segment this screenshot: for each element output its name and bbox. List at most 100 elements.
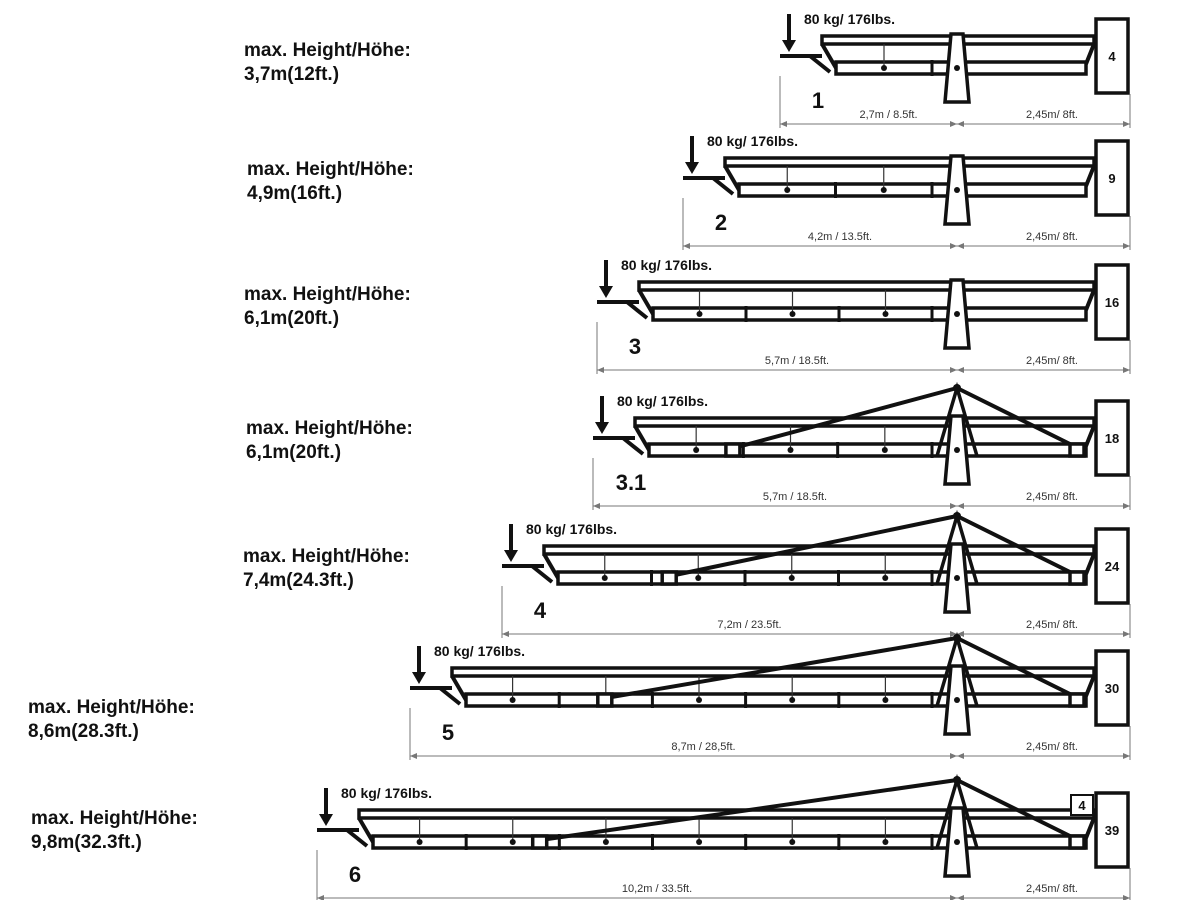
load-label: 80 kg/ 176lbs. bbox=[707, 133, 798, 149]
tie-rod-front bbox=[538, 778, 959, 842]
config-1: max. Height/Höhe: 3,7m(12ft.) 80 kg/ 176lb… bbox=[244, 11, 1131, 128]
config-number: 1 bbox=[812, 88, 824, 113]
load-arrow-head-icon bbox=[685, 162, 699, 174]
height-label: max. Height/Höhe: bbox=[247, 159, 414, 180]
upper-boom bbox=[723, 156, 1096, 168]
tie-rod-clamp bbox=[530, 834, 549, 850]
dim-arrow-icon bbox=[957, 631, 964, 637]
joint-bolt bbox=[882, 839, 889, 845]
load-arrow-head-icon bbox=[319, 814, 333, 826]
rear-strut bbox=[1084, 817, 1096, 839]
counterweight-box bbox=[1094, 399, 1130, 477]
front-strut bbox=[723, 164, 741, 192]
a-frame-mast bbox=[935, 381, 979, 457]
back-dimension: 2,45m/ 8ft. bbox=[1026, 619, 1078, 631]
tie-rod-clamp bbox=[1068, 442, 1086, 458]
back-dimension: 2,45m/ 8ft. bbox=[1026, 109, 1078, 121]
tie-rod-rear bbox=[955, 514, 1080, 578]
tie-rod-clamp bbox=[724, 442, 742, 458]
height-label: max. Height/Höhe: bbox=[246, 418, 413, 439]
load-arrow-head-icon bbox=[412, 672, 426, 684]
height-label: max. Height/Höhe: bbox=[244, 40, 411, 61]
height-label: max. Height/Höhe: bbox=[28, 697, 195, 718]
height-value: 4,9m(16ft.) bbox=[247, 183, 342, 204]
height-value: 9,8m(32.3ft.) bbox=[31, 832, 142, 853]
counterweight-box bbox=[1094, 649, 1130, 727]
jib-nose-brace bbox=[711, 176, 735, 196]
pivot-pin bbox=[954, 187, 960, 193]
dim-arrow-icon bbox=[1123, 753, 1130, 759]
load-label: 80 kg/ 176lbs. bbox=[434, 643, 525, 659]
a-frame-mast bbox=[935, 773, 979, 849]
counterweight-label: 9 bbox=[1108, 171, 1115, 186]
load-label: 80 kg/ 176lbs. bbox=[804, 11, 895, 27]
dim-arrow-icon bbox=[410, 753, 417, 759]
height-label: max. Height/Höhe: bbox=[244, 284, 411, 305]
lower-boom bbox=[556, 570, 1088, 586]
front-strut bbox=[450, 674, 468, 702]
dim-arrow-icon bbox=[317, 895, 324, 900]
config-6: max. Height/Höhe:9,8m(32.3ft.)80 kg/ 176… bbox=[31, 773, 1131, 900]
tie-rod-rear bbox=[955, 386, 1080, 450]
joint-bolt bbox=[695, 575, 702, 581]
rear-strut bbox=[1084, 675, 1096, 697]
front-strut bbox=[637, 288, 655, 316]
joint-bolt bbox=[882, 311, 889, 317]
back-dimension: 2,45m/ 8ft. bbox=[1026, 355, 1078, 367]
rear-strut bbox=[1084, 165, 1096, 187]
pivot-pin bbox=[954, 839, 960, 845]
dim-arrow-icon bbox=[950, 503, 957, 509]
height-value: 3,7m(12ft.) bbox=[244, 64, 339, 85]
config-number: 4 bbox=[534, 598, 547, 623]
counterweight-box bbox=[1094, 263, 1130, 341]
dim-arrow-icon bbox=[1123, 895, 1130, 900]
load-arrow-head-icon bbox=[504, 550, 518, 562]
config-3: max. Height/Höhe:6,1m(20ft.)80 kg/ 176lb… bbox=[244, 257, 1131, 374]
joint-bolt bbox=[881, 447, 888, 453]
joint-bolt bbox=[601, 575, 608, 581]
joint-bolt bbox=[784, 187, 791, 193]
height-label: max. Height/Höhe: bbox=[31, 808, 198, 829]
upper-boom bbox=[633, 416, 1096, 428]
config-number: 5 bbox=[442, 720, 454, 745]
counterweight-label: 39 bbox=[1105, 823, 1119, 838]
extra-weight-label: 4 bbox=[1078, 798, 1086, 813]
pivot-pin bbox=[954, 575, 960, 581]
reach-dimension: 2,7m / 8.5ft. bbox=[859, 109, 917, 121]
config-3-1: max. Height/Höhe:6,1m(20ft.)80 kg/ 176lb… bbox=[246, 381, 1131, 510]
joint-bolt bbox=[789, 839, 796, 845]
jib-nose-brace bbox=[625, 300, 649, 320]
tie-rod-clamp bbox=[1068, 570, 1086, 586]
joint-bolt bbox=[696, 697, 702, 703]
pivot-pin bbox=[954, 65, 960, 71]
tie-rod-front bbox=[668, 514, 959, 578]
jib-nose-brace bbox=[621, 436, 645, 456]
config-number: 6 bbox=[349, 862, 361, 887]
dim-arrow-icon bbox=[950, 367, 957, 373]
dim-arrow-icon bbox=[1123, 631, 1130, 637]
load-label: 80 kg/ 176lbs. bbox=[621, 257, 712, 273]
counterweight-label: 4 bbox=[1108, 49, 1116, 64]
dim-arrow-icon bbox=[683, 243, 690, 249]
extra-weight-box bbox=[1070, 794, 1094, 816]
pivot-pin bbox=[954, 447, 960, 453]
height-value: 8,6m(28.3ft.) bbox=[28, 721, 139, 742]
dim-arrow-icon bbox=[502, 631, 509, 637]
rear-strut bbox=[1084, 553, 1096, 575]
tie-rod-rear bbox=[955, 778, 1080, 842]
joint-bolt bbox=[602, 839, 609, 845]
config-number: 3 bbox=[629, 334, 641, 359]
front-strut bbox=[357, 816, 375, 844]
joint-bolt bbox=[882, 575, 889, 581]
jib-nose-brace bbox=[345, 828, 369, 848]
reach-dimension: 5,7m / 18.5ft. bbox=[765, 355, 829, 367]
counterweight-label: 16 bbox=[1105, 295, 1119, 310]
back-dimension: 2,45m/ 8ft. bbox=[1026, 741, 1078, 753]
dim-arrow-icon bbox=[957, 121, 964, 127]
counterweight-label: 24 bbox=[1105, 559, 1120, 574]
upper-boom bbox=[542, 544, 1096, 556]
front-strut bbox=[542, 552, 560, 580]
config-4: max. Height/Höhe:7,4m(24.3ft.)80 kg/ 176… bbox=[243, 509, 1131, 638]
counterweight-box bbox=[1094, 791, 1130, 869]
